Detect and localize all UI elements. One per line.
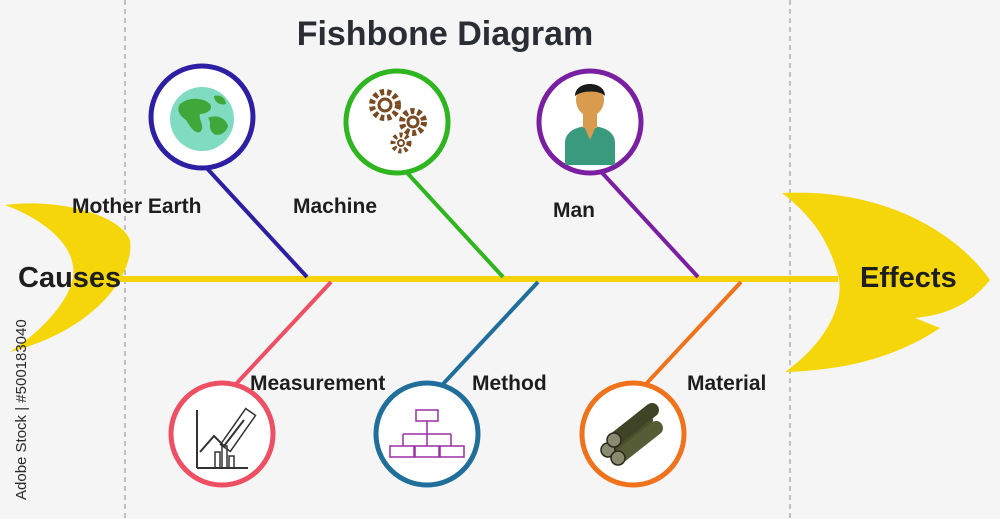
globe-icon <box>170 87 234 151</box>
measurement-bone <box>221 280 333 400</box>
material-bone <box>631 280 743 400</box>
flowchart-icon <box>389 409 465 458</box>
man-bone <box>592 162 700 279</box>
machine-label: Machine <box>293 195 377 218</box>
person-icon <box>565 84 615 165</box>
chart-ruler-icon <box>196 407 257 469</box>
logs-icon <box>600 403 663 466</box>
method-label: Method <box>472 372 547 395</box>
fish-head <box>782 192 990 372</box>
man-label: Man <box>553 199 595 222</box>
gears-icon <box>369 89 427 154</box>
diagram-title: Fishbone Diagram <box>297 15 594 53</box>
effects-label: Effects <box>860 262 957 294</box>
measurement-label: Measurement <box>250 372 385 395</box>
measurement-circle <box>168 380 276 488</box>
stock-watermark: Adobe Stock | #500183040 <box>13 319 30 500</box>
machine-bone <box>397 162 505 279</box>
material-label: Material <box>687 372 766 395</box>
machine-circle <box>343 68 451 176</box>
fish-tail <box>5 203 131 352</box>
causes-label: Causes <box>18 262 121 294</box>
mother-earth-bone <box>201 162 309 279</box>
mother-earth-label: Mother Earth <box>72 195 202 218</box>
method-bone <box>428 280 540 400</box>
